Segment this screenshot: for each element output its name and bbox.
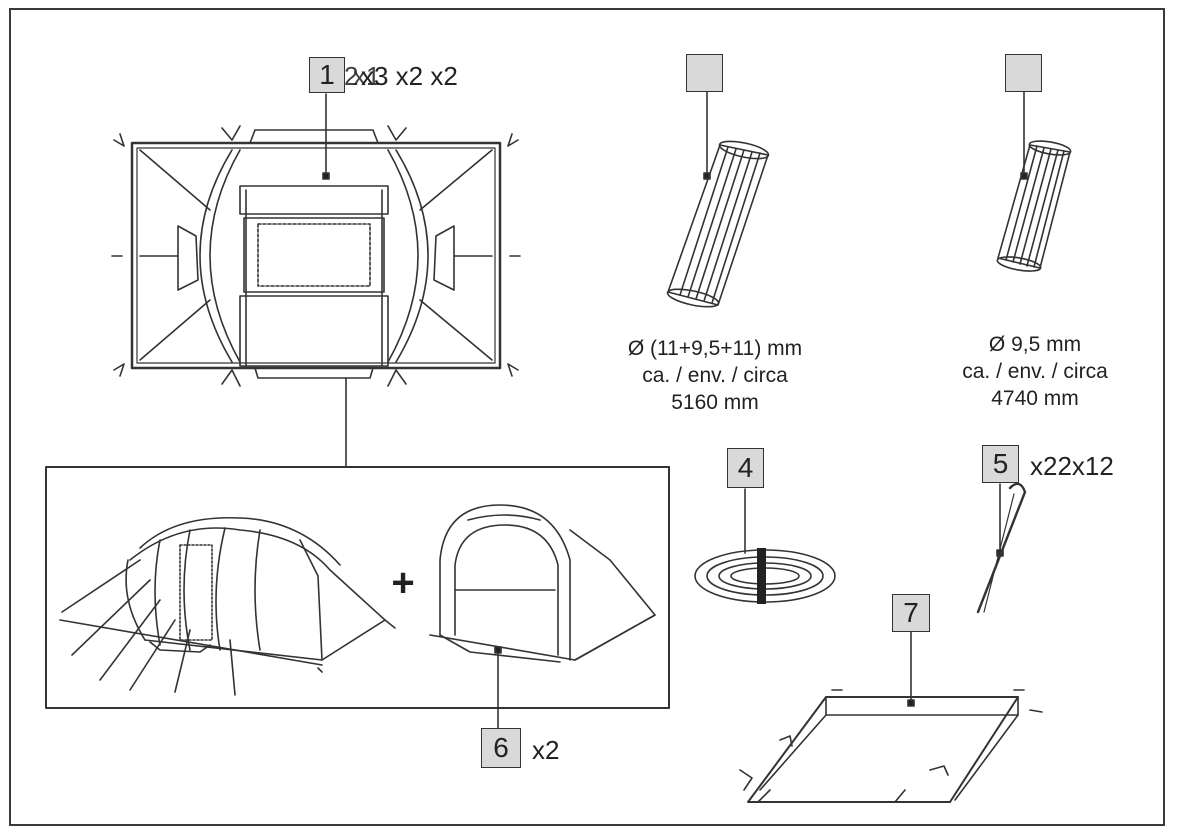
part-number-7: 7 xyxy=(903,597,919,628)
long-pole-diameter: Ø (11+9,5+11) mm xyxy=(627,337,803,360)
part-number-6: 6 xyxy=(493,732,509,763)
plus-sign: + xyxy=(391,561,414,605)
long-pole-approx: ca. / env. / circa xyxy=(642,364,788,387)
tent-peg-drawing xyxy=(976,482,1027,614)
part-number-overlay-2: 2 xyxy=(344,61,359,91)
long-pole-length: 5160 mm xyxy=(671,391,759,414)
short-pole-length: 4740 mm xyxy=(991,387,1079,410)
part-number-box-1: 1 xyxy=(309,57,345,93)
groundsheet-drawing xyxy=(739,631,1043,803)
part-number-1: 1 xyxy=(319,59,335,90)
diagram-frame xyxy=(9,8,1165,826)
part-number-box-6: 6 xyxy=(481,728,521,768)
part-number-box-long-poles xyxy=(686,54,723,92)
short-pole-spec: Ø 9,5 mm ca. / env. / circa 4740 mm xyxy=(920,331,1150,412)
part-number-box-7: 7 xyxy=(892,594,930,632)
guy-rope-drawing xyxy=(694,488,836,604)
long-pole-bundle-drawing xyxy=(666,91,770,308)
quantity-overlay-x1: x1 xyxy=(353,61,381,91)
part-1-quantity: x3 x2 x2 xyxy=(361,61,458,91)
part-number-box-4: 4 xyxy=(727,448,764,488)
assembled-tent-drawing xyxy=(45,466,670,729)
part-number-box-short-poles xyxy=(1005,54,1042,92)
short-pole-diameter: Ø 9,5 mm xyxy=(988,333,1082,356)
long-pole-spec: Ø (11+9,5+11) mm ca. / env. / circa 5160… xyxy=(590,335,840,416)
short-pole-approx: ca. / env. / circa xyxy=(962,360,1108,383)
short-pole-bundle-drawing xyxy=(996,91,1072,272)
part-6-quantity: x2 xyxy=(532,735,560,765)
part-5-quantity: x22x12 xyxy=(1030,451,1114,481)
part-number-5: 5 xyxy=(992,448,1009,479)
tent-top-view-drawing xyxy=(111,93,521,468)
part-number-4: 4 xyxy=(737,452,754,483)
part-number-box-5: 5 xyxy=(982,445,1019,483)
